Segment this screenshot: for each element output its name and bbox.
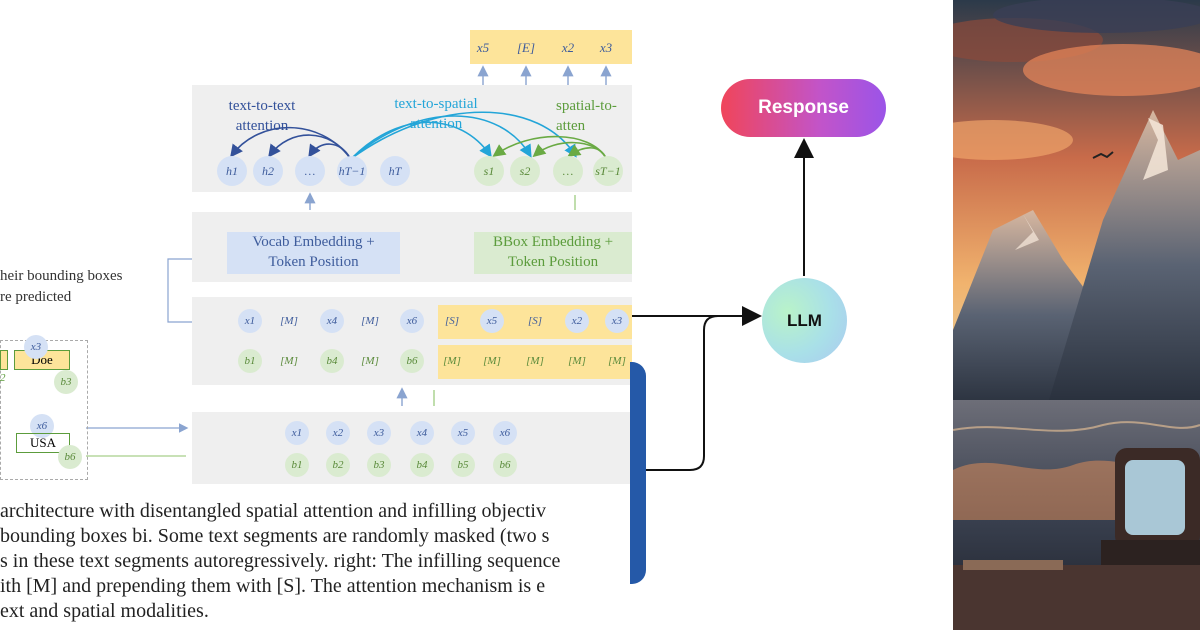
sequence-text-token-9: x3: [605, 309, 629, 333]
sequence-box-token-8: [M]: [568, 355, 586, 367]
mountain-sunset-illustration: [953, 0, 1200, 630]
input-text-token-4: x5: [451, 421, 475, 445]
hidden-token-2: …: [295, 156, 325, 186]
input-box-token-0: b1: [285, 453, 309, 477]
output-token-3: x3: [599, 40, 613, 55]
spatial-token-0: s1: [474, 156, 504, 186]
spatial-token-1: s2: [510, 156, 540, 186]
input-box-token-2: b3: [367, 453, 391, 477]
blue-card-edge: [630, 362, 646, 584]
caption-line-1: architecture with disentangled spatial a…: [0, 500, 546, 522]
attention-arcs: [86, 65, 612, 457]
sequence-text-token-6: x5: [480, 309, 504, 333]
doc-token-x3: x3: [24, 335, 48, 359]
caption-line-2: bounding boxes bi. Some text segments ar…: [0, 525, 550, 547]
sequence-text-token-1: [M]: [280, 315, 298, 327]
output-token-1: [E]: [516, 40, 536, 55]
sequence-text-token-5: [S]: [444, 315, 460, 327]
spatial-token-3: sT−1: [593, 156, 623, 186]
sequence-box-token-4: b6: [400, 349, 424, 373]
bbox-embedding-box: BBox Embedding + Token Position: [474, 232, 632, 274]
sequence-box-token-6: [M]: [483, 355, 501, 367]
doc-token-b6: b6: [58, 445, 82, 469]
doc-word-left: [0, 350, 8, 370]
output-token-0: x5: [476, 40, 490, 55]
sequence-box-token-3: [M]: [361, 355, 379, 367]
hidden-token-1: h2: [253, 156, 283, 186]
sequence-box-token-2: b4: [320, 349, 344, 373]
sequence-text-token-2: x4: [320, 309, 344, 333]
sequence-box-token-1: [M]: [280, 355, 298, 367]
spatial-token-2: …: [553, 156, 583, 186]
sequence-box-token-9: [M]: [608, 355, 626, 367]
llm-node: LLM: [762, 278, 847, 363]
hidden-token-4: hT: [380, 156, 410, 186]
sequence-text-token-4: x6: [400, 309, 424, 333]
sequence-box-token-0: b1: [238, 349, 262, 373]
hidden-token-0: h1: [217, 156, 247, 186]
infill-band-bottom: [438, 345, 632, 379]
sequence-box-token-5: [M]: [443, 355, 461, 367]
output-token-band: [470, 30, 632, 64]
caption-line-4: ith [M] and prepending them with [S]. Th…: [0, 575, 546, 597]
input-box-token-1: b2: [326, 453, 350, 477]
caption-line-5: ext and spatial modalities.: [0, 600, 209, 622]
sequence-text-token-8: x2: [565, 309, 589, 333]
hidden-token-3: hT−1: [337, 156, 367, 186]
sequence-box-token-7: [M]: [526, 355, 544, 367]
doc-word-usa: USA: [16, 433, 70, 453]
sequence-text-token-3: [M]: [361, 315, 379, 327]
input-text-token-1: x2: [326, 421, 350, 445]
caption-line-3: s in these text segments autoregressivel…: [0, 550, 561, 572]
response-node: Response: [721, 79, 886, 137]
doc-token-x6: x6: [30, 414, 54, 438]
vocab-embedding-box: Vocab Embedding + Token Position: [227, 232, 400, 274]
input-box-token-5: b6: [493, 453, 517, 477]
output-token-2: x2: [561, 40, 575, 55]
spatial-to-label: spatial-to- atten: [556, 98, 617, 134]
input-box-token-4: b5: [451, 453, 475, 477]
sequence-text-token-7: [S]: [527, 315, 543, 327]
input-text-token-3: x4: [410, 421, 434, 445]
text-to-text-label: text-to-text attention: [228, 98, 296, 134]
doc-token-2: 2: [0, 372, 6, 384]
input-box-token-3: b4: [410, 453, 434, 477]
infill-band-top: [438, 305, 632, 339]
input-text-token-5: x6: [493, 421, 517, 445]
sequence-text-token-0: x1: [238, 309, 262, 333]
input-text-token-0: x1: [285, 421, 309, 445]
illustration-canvas: [953, 0, 1200, 630]
input-text-token-2: x3: [367, 421, 391, 445]
bbox-note: heir bounding boxes re predicted: [0, 268, 123, 305]
doc-token-b3: b3: [54, 370, 78, 394]
